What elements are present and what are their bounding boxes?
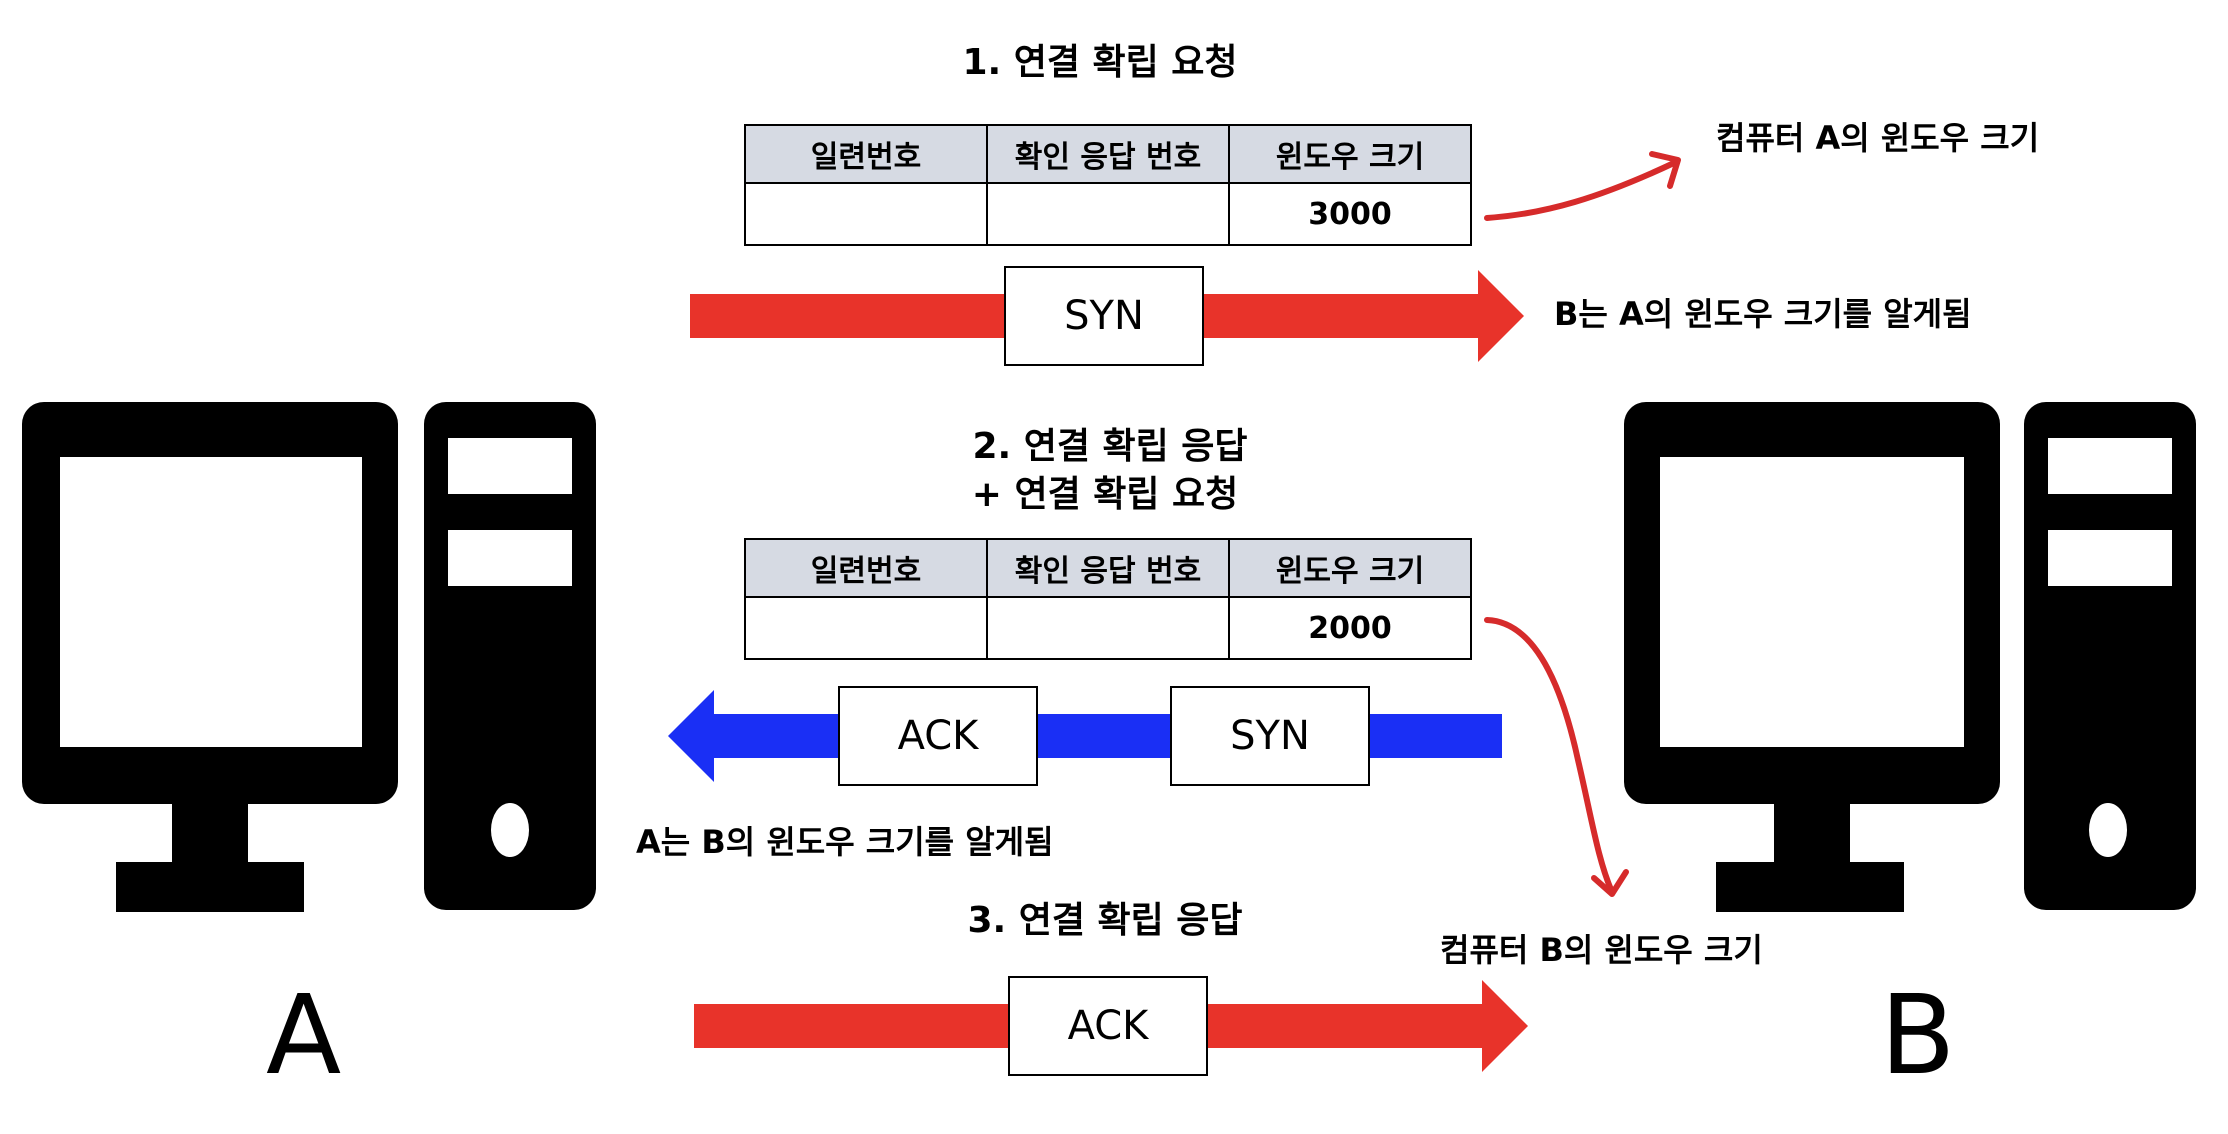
step2-header-seq: 일련번호: [744, 538, 988, 598]
step2-value-seq: [744, 596, 988, 660]
step1-header-ack: 확인 응답 번호: [986, 124, 1230, 184]
annotation-line-b: [1484, 617, 1629, 897]
step1-header-window: 윈도우 크기: [1228, 124, 1472, 184]
computer-a-icon: [22, 402, 596, 912]
step2-title-line1: 2. 연결 확립 응답: [972, 426, 1248, 467]
step3-title: 3. 연결 확립 응답: [967, 900, 1243, 941]
step2-title-line2: + 연결 확립 요청: [971, 474, 1239, 515]
step1-note-top: 컴퓨터 A의 윈도우 크기: [1716, 119, 2040, 157]
step1-value-seq: [744, 182, 988, 246]
step2-arrow: [668, 690, 1502, 782]
step2-value-ack: [986, 596, 1230, 660]
computer-b-icon: [1624, 402, 2196, 912]
step1-value-ack: [986, 182, 1230, 246]
step1-note-right: B는 A의 윈도우 크기를 알게됨: [1554, 295, 1972, 333]
step2-syn-packet: SYN: [1170, 686, 1370, 786]
step2-header-ack: 확인 응답 번호: [986, 538, 1230, 598]
computer-b-label: B: [1880, 971, 1956, 1099]
step3-ack-packet: ACK: [1008, 976, 1208, 1076]
step1-header-table: 일련번호 확인 응답 번호 윈도우 크기 3000: [744, 124, 1472, 246]
step1-title: 1. 연결 확립 요청: [962, 42, 1238, 83]
step2-header-window: 윈도우 크기: [1228, 538, 1472, 598]
step2-note-right: 컴퓨터 B의 윈도우 크기: [1440, 931, 1763, 969]
step2-ack-packet: ACK: [838, 686, 1038, 786]
computer-a-label: A: [266, 971, 342, 1099]
step1-syn-packet: SYN: [1004, 266, 1204, 366]
annotation-line-a: [1484, 151, 1681, 221]
step2-value-window: 2000: [1228, 596, 1472, 660]
step2-header-table: 일련번호 확인 응답 번호 윈도우 크기 2000: [744, 538, 1472, 660]
step2-note-left: A는 B의 윈도우 크기를 알게됨: [636, 823, 1054, 861]
step1-value-window: 3000: [1228, 182, 1472, 246]
step1-header-seq: 일련번호: [744, 124, 988, 184]
